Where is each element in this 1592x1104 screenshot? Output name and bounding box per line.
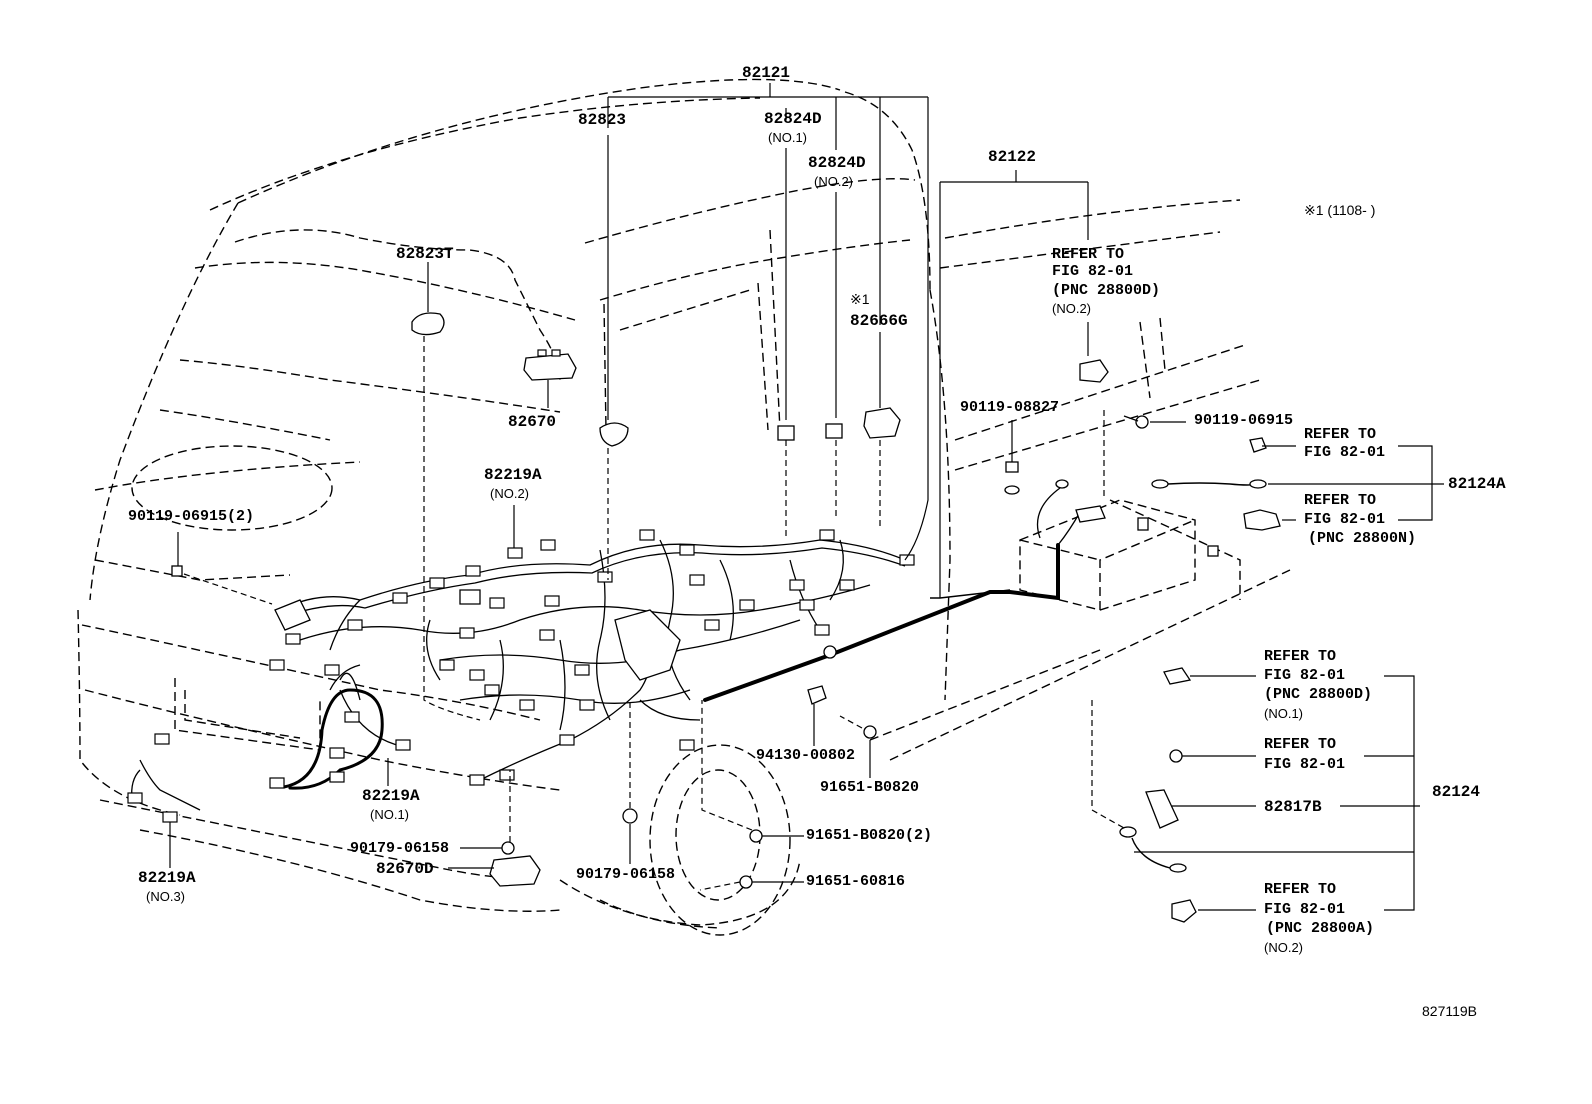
label-82124: 82124 <box>1432 783 1481 801</box>
label-refer-n-line2: FIG 82-01 <box>1304 511 1386 528</box>
label-refer-d2-line4: (NO.2) <box>1052 301 1091 316</box>
label-refer-a2-line3: (PNC 28800A) <box>1266 920 1375 937</box>
label-82823: 82823 <box>578 111 627 129</box>
label-82824d-no1-sub: (NO.1) <box>768 130 807 145</box>
label-91651-b0820: 91651-B0820 <box>820 779 920 796</box>
label-90119-08827: 90119-08827 <box>960 399 1060 416</box>
label-90179-06158-b: 90179-06158 <box>576 866 676 883</box>
label-refer-d2-line3: (PNC 28800D) <box>1052 282 1161 299</box>
label-82219a-no2-sub: (NO.2) <box>490 486 529 501</box>
label-82670: 82670 <box>508 413 557 431</box>
label-refer-b-line1: REFER TO <box>1264 736 1337 753</box>
label-82666g: 82666G <box>850 312 908 330</box>
label-refer-a2-line4: (NO.2) <box>1264 940 1303 955</box>
label-82824d-no2: 82824D <box>808 154 866 172</box>
connectors <box>127 529 915 823</box>
label-refer-b-line2: FIG 82-01 <box>1264 756 1346 773</box>
label-82824d-no1: 82824D <box>764 110 822 128</box>
label-94130-00802: 94130-00802 <box>756 747 856 764</box>
label-82219a-no1-sub: (NO.1) <box>370 807 409 822</box>
label-82824d-no2-sub: (NO.2) <box>814 174 853 189</box>
label-82823t: 82823T <box>396 245 454 263</box>
mark-82666g: ※1 <box>850 291 870 307</box>
label-refer-d1-line3: (PNC 28800D) <box>1264 686 1373 703</box>
label-82219a-no2: 82219A <box>484 466 542 484</box>
label-91651-b0820-2: 91651-B0820(2) <box>806 827 933 844</box>
label-82124a: 82124A <box>1448 475 1506 493</box>
engine-wire-harness <box>131 539 906 811</box>
label-refer-a-line1: REFER TO <box>1304 426 1377 443</box>
label-refer-n-line1: REFER TO <box>1304 492 1377 509</box>
label-82219a-no1: 82219A <box>362 787 420 805</box>
label-90119-06915: 90119-06915 <box>1194 412 1294 429</box>
label-refer-d2-line1: REFER TO <box>1052 246 1125 263</box>
label-refer-d2-line2: FIG 82-01 <box>1052 263 1134 280</box>
figure-code: 827119B <box>1422 1003 1478 1019</box>
label-90119-06915-2: 90119-06915(2) <box>128 508 255 525</box>
battery-cable <box>703 487 1081 702</box>
vehicle-body-outline <box>77 78 1291 936</box>
label-91651-60816: 91651-60816 <box>806 873 906 890</box>
label-refer-a-line2: FIG 82-01 <box>1304 444 1386 461</box>
label-refer-a2-line1: REFER TO <box>1264 881 1337 898</box>
label-82670d: 82670D <box>376 860 434 878</box>
label-90179-06158-a: 90179-06158 <box>350 840 450 857</box>
label-82122: 82122 <box>988 148 1037 166</box>
label-refer-d1-line1: REFER TO <box>1264 648 1337 665</box>
label-82817b: 82817B <box>1264 798 1322 816</box>
note-serial-1108: ※1 (1108- ) <box>1304 202 1376 218</box>
label-82121: 82121 <box>742 64 791 82</box>
label-refer-d1-line2: FIG 82-01 <box>1264 667 1346 684</box>
label-refer-d1-line4: (NO.1) <box>1264 706 1303 721</box>
label-82219a-no3-sub: (NO.3) <box>146 889 185 904</box>
separate-parts <box>171 312 1281 923</box>
label-82219a-no3: 82219A <box>138 869 196 887</box>
label-refer-n-line3: (PNC 28800N) <box>1308 530 1417 547</box>
leader-lines <box>169 83 1444 911</box>
label-refer-a2-line2: FIG 82-01 <box>1264 901 1346 918</box>
